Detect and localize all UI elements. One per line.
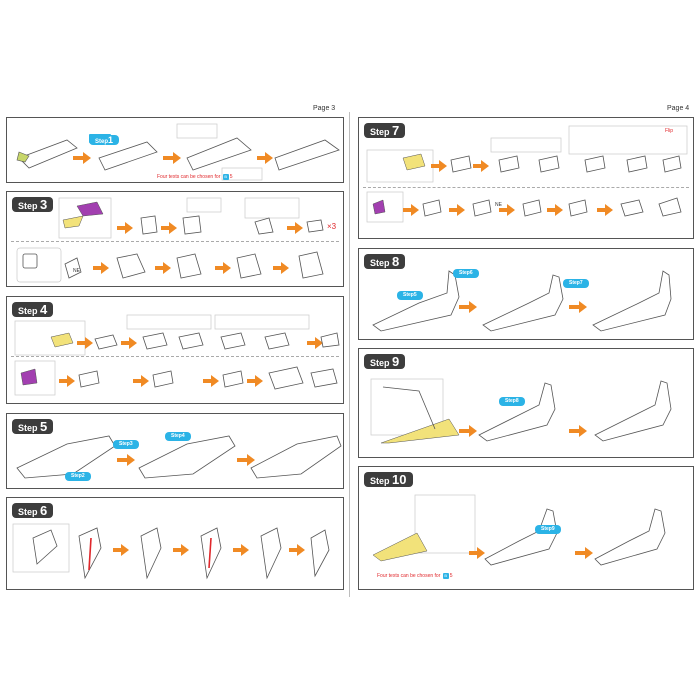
step-8-ref-step6: Step6 xyxy=(453,269,479,278)
step-3-illustration xyxy=(16,197,324,283)
step-7-illustration xyxy=(366,125,688,223)
step-6-illustration xyxy=(12,523,330,580)
panel-step-9: Step 9 Step8 xyxy=(358,348,694,458)
page-number-left: Page 3 xyxy=(313,105,336,112)
page-divider xyxy=(349,112,350,597)
panel-step-10: Step 10 Step9 Four texts can be chosen f… xyxy=(358,466,694,590)
step-7-badge: Step 7 xyxy=(364,123,406,138)
step-9-ref-step8: Step8 xyxy=(499,397,525,406)
step-8-badge: Step 8 xyxy=(364,254,406,269)
step-10-illustration xyxy=(372,494,666,566)
step-7-ne-label: NE xyxy=(495,202,502,208)
panel-step-5: Step 5 Step2 Step3 Step4 xyxy=(6,413,344,489)
step-4-badge: Step 4 xyxy=(12,302,54,317)
step-10-ref-step9: Step9 xyxy=(535,525,561,534)
step-5-ref-step4: Step4 xyxy=(165,432,191,441)
step-5-badge: Step 5 xyxy=(12,419,54,434)
step-8-ref-step5: Step5 xyxy=(397,291,423,300)
step-3-badge: Step 3 xyxy=(12,197,54,212)
step-9-badge: Step 9 xyxy=(364,354,406,369)
panel-step-8: Step 8 Step5 Step6 Step7 xyxy=(358,248,694,340)
step-7-separator xyxy=(363,187,689,188)
step-6-badge: Step 6 xyxy=(12,503,54,518)
step-5-illustration xyxy=(16,435,342,479)
step-5-ref-step2: Step2 xyxy=(65,472,91,481)
panel-step-6: Step 6 xyxy=(6,497,344,590)
panel-step-4: Step 4 xyxy=(6,296,344,404)
panel-step-3: Step 3 ×3 NE xyxy=(6,191,344,287)
panel-step-7: Step 7 Flip NE xyxy=(358,117,694,239)
step-5-ref-step3: Step3 xyxy=(113,440,139,449)
step-4-illustration xyxy=(14,314,340,396)
step-4-separator xyxy=(11,356,339,357)
step-3-multiplier: ×3 xyxy=(327,222,337,231)
step-3-separator xyxy=(11,241,339,242)
step-8-ref-step7: Step7 xyxy=(563,279,589,288)
step-1-tag: Step1 xyxy=(89,135,120,145)
step-3-ne-label: NE xyxy=(73,268,80,274)
page-number-right: Page 4 xyxy=(667,105,690,112)
step-7-flip-label: Flip xyxy=(665,128,674,134)
step-10-badge: Step 10 xyxy=(364,472,413,487)
step-9-illustration xyxy=(370,378,672,444)
